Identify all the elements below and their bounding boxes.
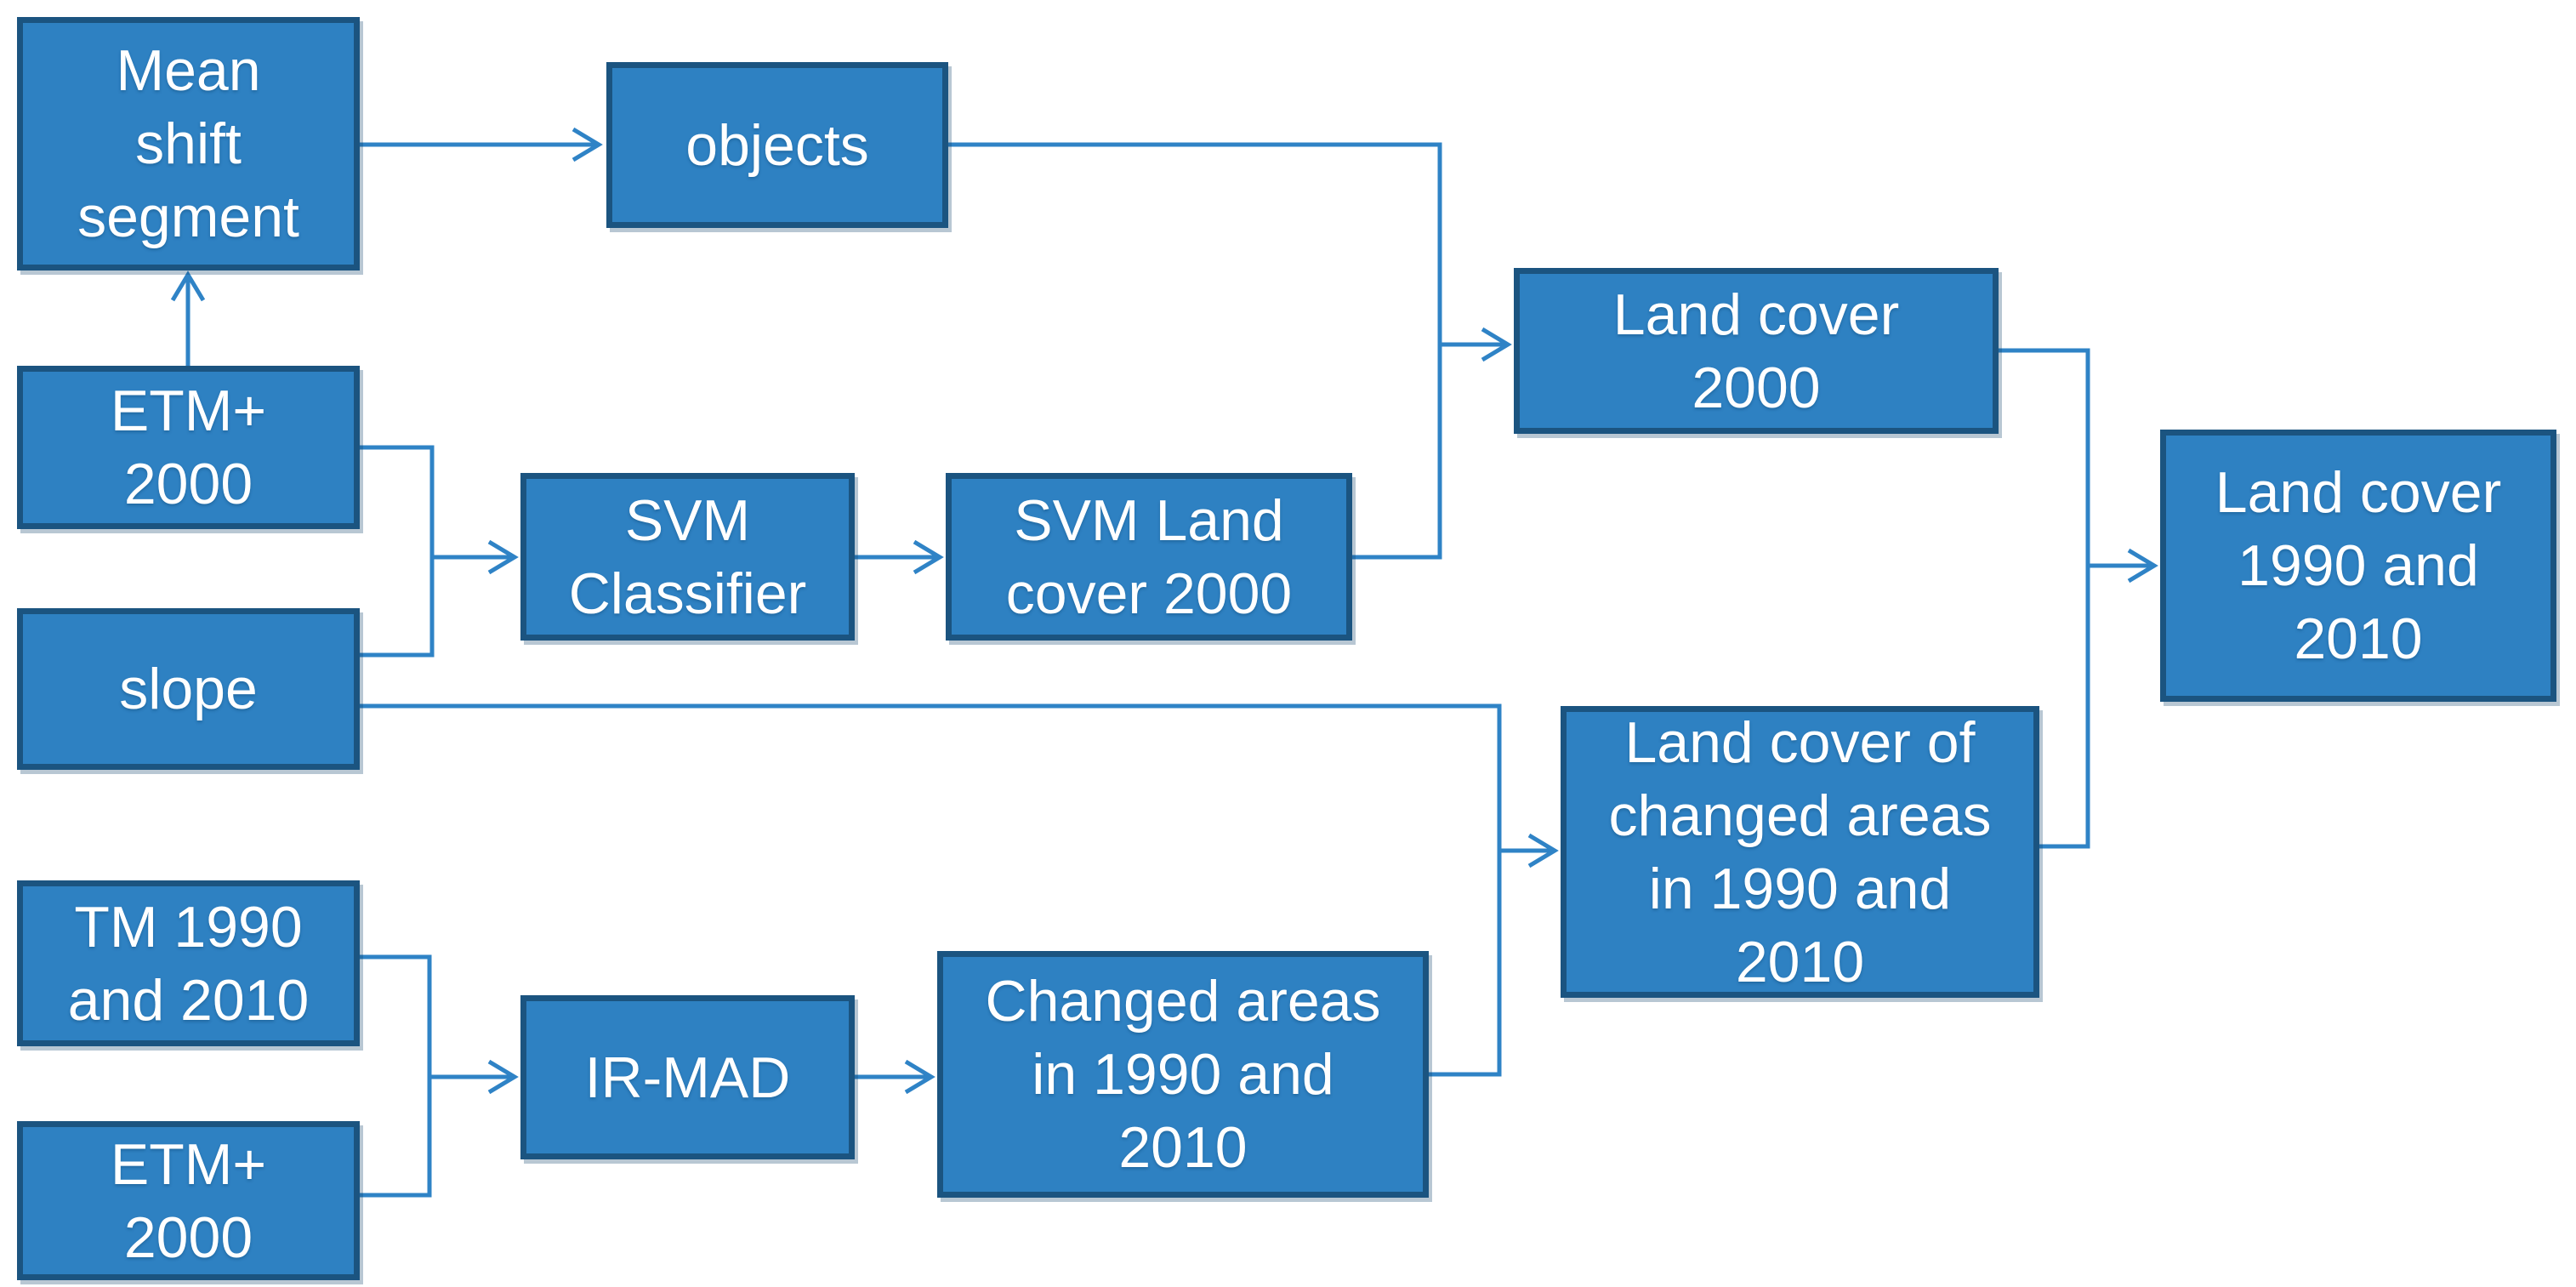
node-label: Changed areas in 1990 and 2010 [985, 969, 1381, 1180]
node-label: Mean shift segment [77, 38, 299, 249]
node-etm-2000-bottom: ETM+ 2000 [17, 1121, 360, 1280]
node-ir-mad: IR-MAD [520, 995, 855, 1159]
node-label: ETM+ 2000 [110, 379, 267, 516]
node-label: SVM Classifier [568, 487, 807, 626]
node-label: TM 1990 and 2010 [67, 894, 310, 1033]
node-label: ETM+ 2000 [110, 1131, 267, 1270]
edge-slope-changedareas-bracket [360, 703, 1502, 1077]
node-label: Land cover 1990 and 2010 [2215, 460, 2502, 671]
node-mean-shift-segment: Mean shift segment [17, 17, 360, 270]
edge-etmtop-slope-bracket [360, 445, 435, 658]
edge-landcovers-bracket [1999, 348, 2090, 849]
node-objects: objects [606, 62, 948, 228]
node-land-cover-2000: Land cover 2000 [1514, 268, 1999, 434]
node-slope: slope [17, 608, 360, 770]
node-label: slope [119, 657, 258, 721]
edge-tm-etmbottom-bracket [360, 954, 432, 1198]
node-svm-classifier: SVM Classifier [520, 473, 855, 641]
node-label: objects [685, 112, 869, 178]
node-changed-areas: Changed areas in 1990 and 2010 [937, 951, 1429, 1198]
node-land-cover-changed-areas: Land cover of changed areas in 1990 and … [1561, 706, 2039, 998]
node-etm-2000-top: ETM+ 2000 [17, 366, 360, 529]
node-label: IR-MAD [584, 1045, 791, 1110]
node-tm-1990-and-2010: TM 1990 and 2010 [17, 880, 360, 1046]
node-label: Land cover 2000 [1612, 282, 1900, 420]
node-label: Land cover of changed areas in 1990 and … [1608, 709, 1992, 994]
node-svm-land-cover-2000: SVM Land cover 2000 [946, 473, 1352, 641]
node-land-cover-1990-2010: Land cover 1990 and 2010 [2160, 430, 2556, 702]
edge-objects-svmlandcover-bracket [948, 142, 1442, 560]
node-label: SVM Land cover 2000 [1005, 487, 1293, 626]
